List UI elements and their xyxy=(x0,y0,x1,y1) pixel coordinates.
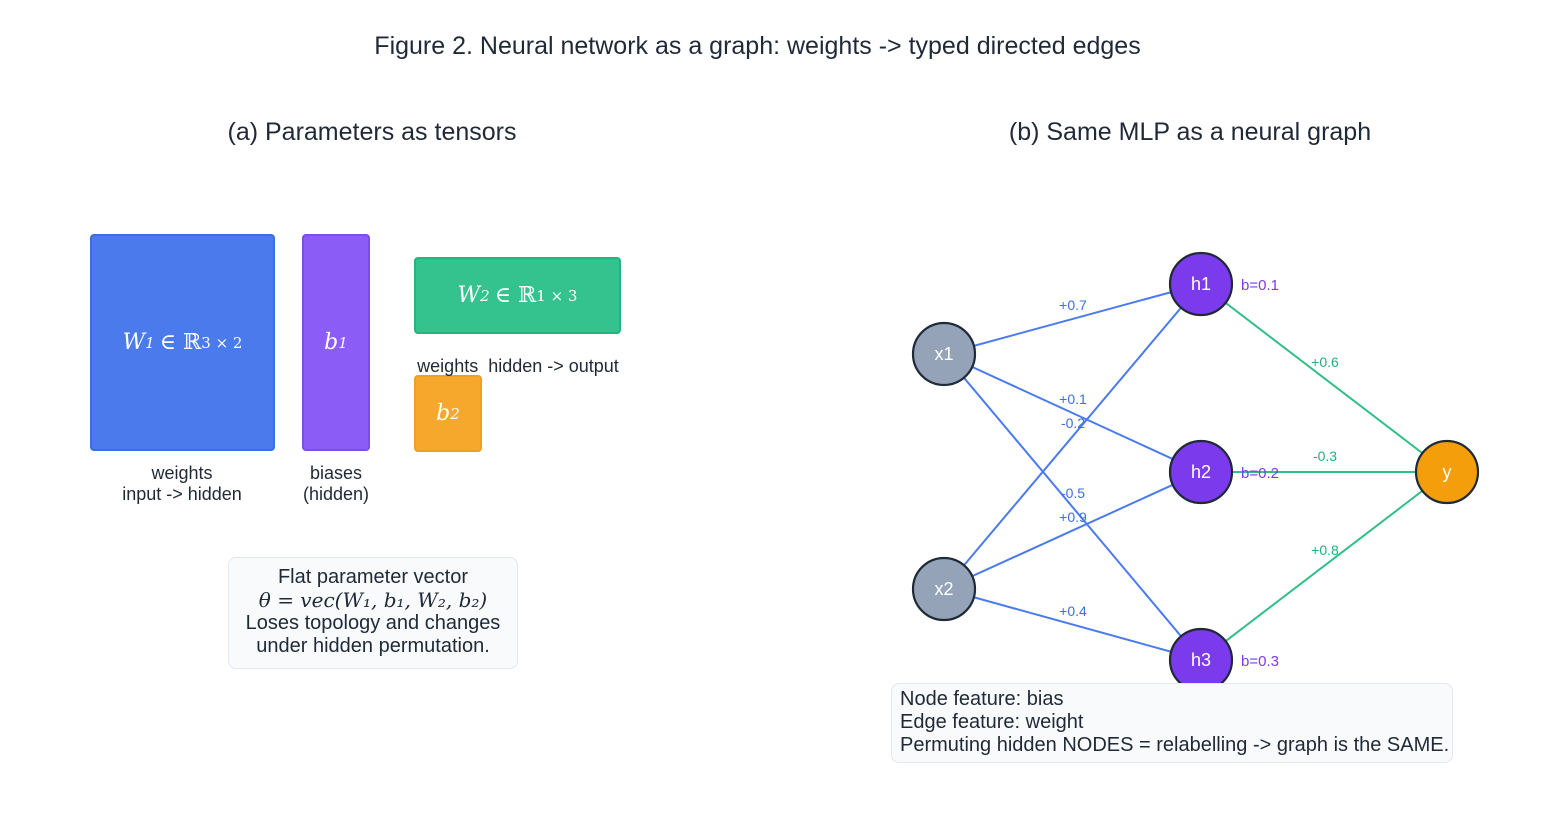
b1-caption-line1: biases xyxy=(309,463,363,483)
node-label-h3: h3 xyxy=(1191,650,1211,670)
w1-caption: weights input -> hidden xyxy=(92,463,272,505)
node-label-x1: x1 xyxy=(934,344,953,364)
edge-weight-label: +0.4 xyxy=(1059,603,1087,619)
bias-label-h1: b=0.1 xyxy=(1241,277,1279,294)
node-label-h2: h2 xyxy=(1191,462,1211,482)
node-h2 xyxy=(1168,439,1234,505)
note-a-line4: under hidden permutation. xyxy=(256,635,490,657)
w1-caption-line1: weights xyxy=(151,463,213,483)
edge-x1-h2 xyxy=(943,353,1202,473)
note-a-formula: θ = vec(W₁, b₁, W₂, b₂) xyxy=(258,588,488,612)
node-h1 xyxy=(1168,251,1234,317)
panel-a-title: (a) Parameters as tensors xyxy=(227,118,517,146)
w1-dims: 3 × 2 xyxy=(201,333,243,352)
bias-label-h2: b=0.2 xyxy=(1241,465,1279,482)
note-b-line3: Permuting hidden NODES = relabelling -> … xyxy=(900,734,1450,756)
w2-symbol: W xyxy=(457,283,481,308)
node-label-y: y xyxy=(1443,462,1452,482)
figure-title: Figure 2. Neural network as a graph: wei… xyxy=(374,32,1141,60)
edge-weight-label: -0.5 xyxy=(1061,485,1085,501)
flat-vector-note: Flat parameter vector θ = vec(W₁, b₁, W₂… xyxy=(228,557,518,669)
b2-symbol: b xyxy=(436,401,451,426)
w2-space: ∈ ℝ xyxy=(494,283,537,308)
b1-symbol: b xyxy=(324,330,339,355)
note-b-line1: Node feature: bias xyxy=(900,688,1064,710)
panel-b-title: (b) Same MLP as a neural graph xyxy=(1008,118,1372,146)
edge-x1-h3 xyxy=(943,353,1202,661)
node-label-x2: x2 xyxy=(934,579,953,599)
note-a-line3: Loses topology and changes xyxy=(245,612,501,634)
edge-weight-label: -0.2 xyxy=(1061,415,1085,431)
edge-h3-y xyxy=(1200,471,1448,661)
node-label-h1: h1 xyxy=(1191,274,1211,294)
edge-weight-label: -0.3 xyxy=(1313,448,1337,464)
edge-x2-h3 xyxy=(943,588,1202,661)
edge-h1-y xyxy=(1200,283,1448,473)
w2-dims: 1 × 3 xyxy=(536,286,578,305)
note-b-line2: Edge feature: weight xyxy=(900,711,1084,733)
bias-label-h3: b=0.3 xyxy=(1241,653,1279,670)
edge-x2-h1 xyxy=(943,283,1202,590)
w1-symbol: W xyxy=(122,330,146,355)
edge-x2-h2 xyxy=(943,471,1202,590)
edge-weight-label: +0.8 xyxy=(1311,542,1339,558)
b1-index: 1 xyxy=(338,333,348,352)
w1-space: ∈ ℝ xyxy=(159,330,202,355)
w2-index: 2 xyxy=(480,286,490,305)
edge-x1-h1 xyxy=(943,283,1202,355)
b1-caption: biases (hidden) xyxy=(286,463,386,505)
node-x1 xyxy=(911,321,977,387)
w1-index: 1 xyxy=(145,333,155,352)
w1-caption-line2: input -> hidden xyxy=(122,484,242,504)
w2-caption: weights hidden -> output xyxy=(417,356,619,376)
edge-weight-label: +0.1 xyxy=(1059,391,1087,407)
node-y xyxy=(1414,439,1480,505)
b1-caption-line2: (hidden) xyxy=(302,484,370,504)
edge-weight-label: +0.7 xyxy=(1059,297,1087,313)
edge-weight-label: +0.9 xyxy=(1059,509,1087,525)
edge-weight-label: +0.6 xyxy=(1311,354,1339,370)
b2-index: 2 xyxy=(450,404,460,423)
graph-feature-note: Node feature: bias Edge feature: weight … xyxy=(891,683,1453,763)
note-a-line1: Flat parameter vector xyxy=(277,566,469,588)
node-x2 xyxy=(911,556,977,622)
